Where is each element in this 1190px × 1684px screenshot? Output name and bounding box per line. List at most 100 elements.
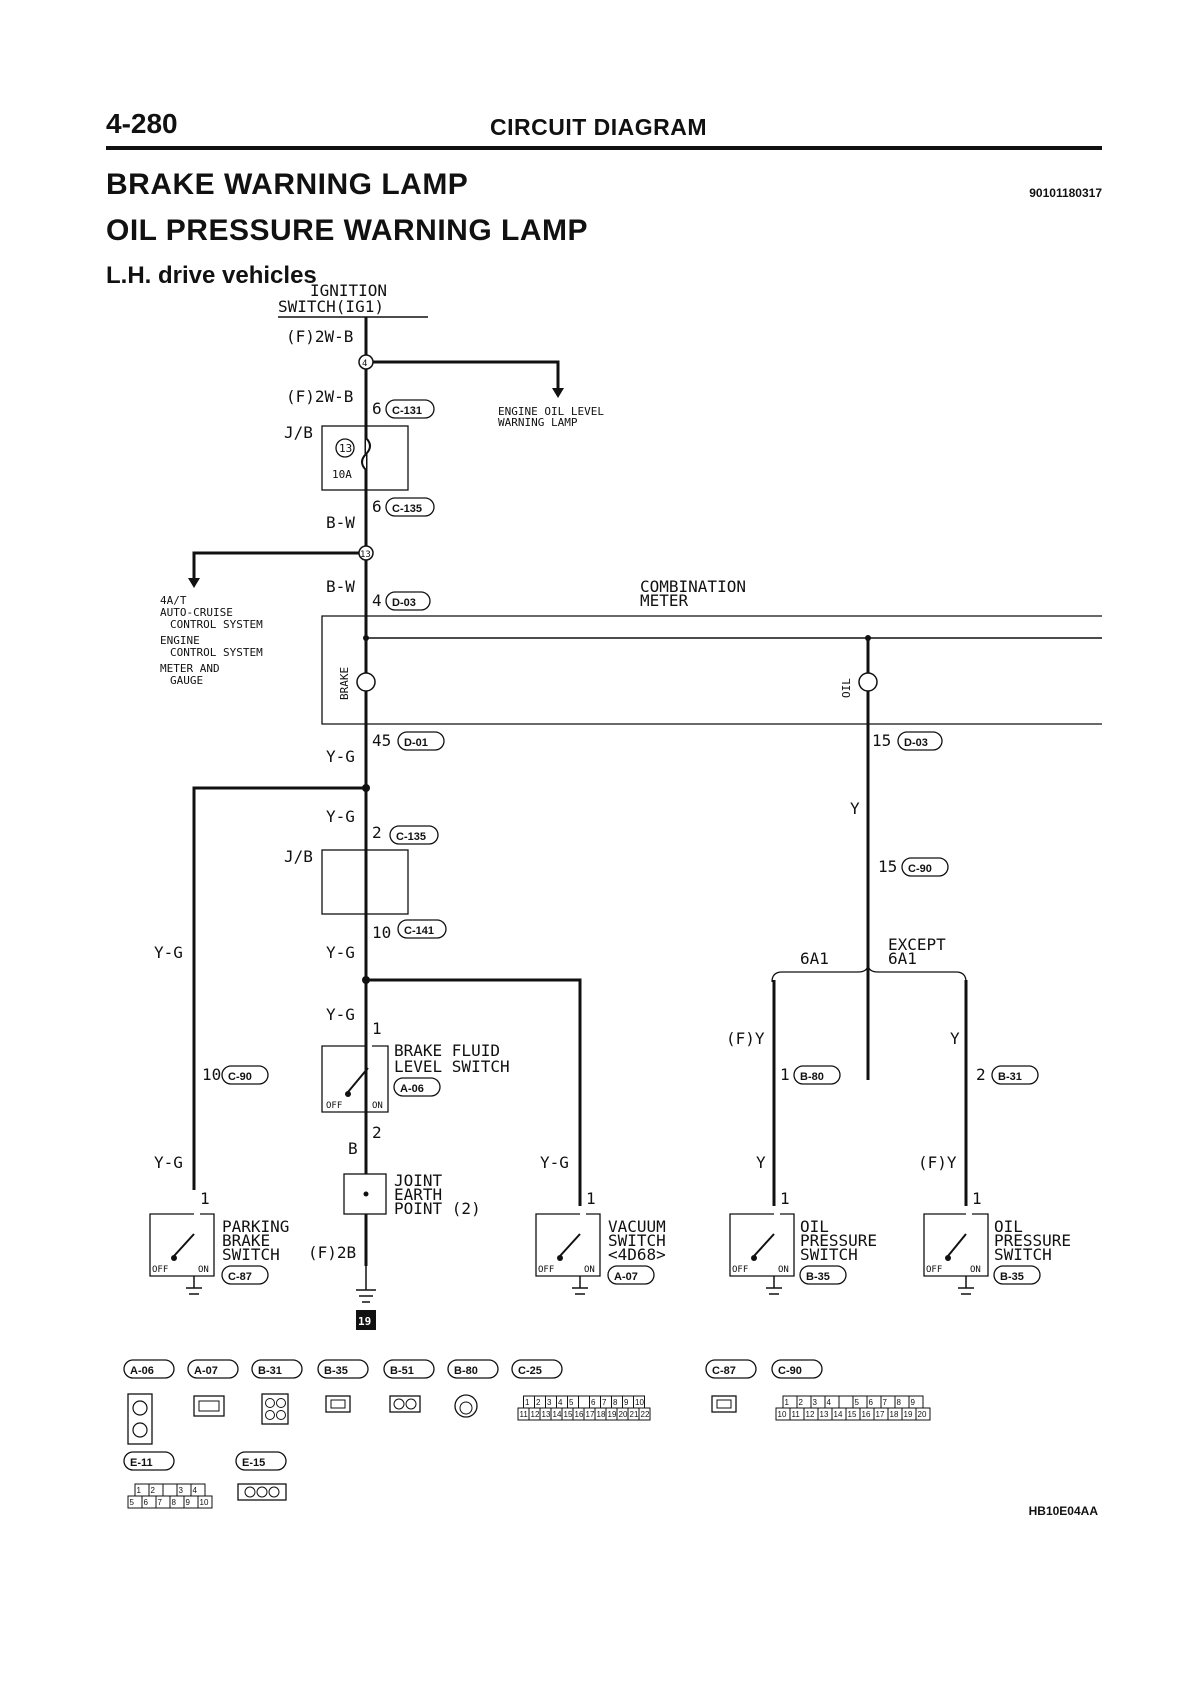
connector-face-icon: [711, 1395, 737, 1413]
pin-label: 1: [780, 1065, 790, 1084]
connector-pin-number: 1: [525, 1398, 530, 1407]
earth-point-number: 19: [358, 1315, 371, 1328]
jb-label: J/B: [284, 847, 313, 866]
connector-pin-number: 2: [536, 1398, 541, 1407]
parking-brake-switch-box: [149, 1213, 215, 1277]
switch-off-label: OFF: [732, 1265, 748, 1275]
connector-e15: [237, 1483, 287, 1501]
splice-node-label: 13: [360, 550, 371, 560]
figure-code: HB10E04AA: [1028, 1504, 1098, 1518]
connector-pin-number: 3: [813, 1398, 818, 1407]
wire-label: (F)2W-B: [286, 387, 353, 406]
switch-contact-icon: [559, 1233, 581, 1257]
connector-ref: [901, 857, 949, 877]
connector-ref-label: C-141: [404, 925, 434, 937]
junction-dot: [363, 635, 369, 641]
connector-ref-label: B-35: [1000, 1271, 1024, 1283]
splice-node-label: 4: [362, 359, 367, 369]
connector-ref-label: B-80: [454, 1365, 478, 1377]
connector-face-icon: [389, 1395, 421, 1413]
connector-pin-number: 11: [520, 1410, 529, 1419]
connector-ref-label: A-07: [614, 1271, 638, 1283]
section-title: CIRCUIT DIAGRAM: [490, 114, 708, 140]
connector-pin-icon: [198, 1400, 220, 1412]
switch-contact-icon: [347, 1067, 369, 1093]
connector-ref: [393, 1077, 441, 1097]
connector-ref: [187, 1359, 239, 1379]
connector-face-icon: [454, 1394, 478, 1418]
parking-brake-label: BRAKE: [222, 1231, 270, 1250]
wire-label: Y: [950, 1029, 960, 1048]
branch-item: METER AND: [160, 662, 220, 675]
wire-label: Y-G: [326, 747, 355, 766]
branch-item: CONTROL SYSTEM: [170, 618, 263, 631]
diagram-title-2: OIL PRESSURE WARNING LAMP: [106, 214, 588, 247]
diagram-title-1: BRAKE WARNING LAMP: [106, 168, 469, 201]
connector-ref-label: C-131: [392, 405, 422, 417]
doc-code: 90101180317: [1029, 186, 1102, 200]
connector-ref: [385, 497, 435, 517]
wire-label: B: [348, 1139, 358, 1158]
branch-item: CONTROL SYSTEM: [170, 646, 263, 659]
branch-item: GAUGE: [170, 674, 203, 687]
switch-pivot: [345, 1091, 351, 1097]
switch-contact-icon: [753, 1233, 775, 1257]
connector-pin-number: 8: [897, 1398, 902, 1407]
connector-ref: [221, 1265, 269, 1285]
oil-pressure-switch-box: [923, 1213, 989, 1277]
connector-ref-label: E-11: [130, 1457, 153, 1469]
junction-dot: [363, 1191, 369, 1197]
connector-pin-number: 6: [591, 1398, 596, 1407]
pin-label: 2: [372, 823, 382, 842]
option-label: 6A1: [888, 949, 917, 968]
connector-pin-number: 7: [883, 1398, 888, 1407]
connector-pin-number: 4: [827, 1398, 832, 1407]
connector-pin-number: 9: [624, 1398, 629, 1407]
connector-pin-cell: [915, 1407, 931, 1421]
connector-pin-number: 6: [144, 1498, 149, 1507]
connector-pin-icon: [716, 1399, 732, 1409]
connector-pin-number: 2: [799, 1398, 804, 1407]
connector-pin-icon: [132, 1400, 148, 1416]
ignition-label-1: IGNITION: [310, 281, 387, 300]
pin-label: 4: [372, 591, 382, 610]
connector-pin-number: 8: [613, 1398, 618, 1407]
connector-face-icon: [237, 1483, 287, 1501]
connector-pin-icon: [276, 1410, 286, 1420]
connector-pin-icon: [256, 1486, 268, 1498]
earth-point-badge: [356, 1310, 376, 1330]
switch-pivot: [171, 1255, 177, 1261]
connector-ref: [897, 731, 943, 751]
switch-contact-icon: [947, 1233, 967, 1257]
connector-pin-number: 1: [785, 1398, 790, 1407]
connector-face-icon: [127, 1393, 153, 1445]
parking-brake-label: PARKING: [222, 1217, 289, 1236]
connector-ref-label: B-35: [324, 1365, 348, 1377]
branch-item: ENGINE: [160, 634, 200, 647]
connector-pin-number: 10: [635, 1398, 644, 1407]
junction-block-2: [321, 849, 409, 915]
connector-ref: [799, 1265, 847, 1285]
connector-ref-label: D-03: [392, 597, 416, 609]
switch-off-label: OFF: [152, 1265, 168, 1275]
connector-ref-label: C-87: [228, 1271, 252, 1283]
eol-label-1: ENGINE OIL LEVEL: [498, 405, 604, 418]
ground-icon: [356, 1289, 376, 1303]
page-number: 4-280: [106, 108, 178, 139]
wire-label: Y-G: [326, 807, 355, 826]
pin-label: 10: [202, 1065, 221, 1084]
oil-pressure-label: OIL: [994, 1217, 1023, 1236]
branch-item: AUTO-CRUISE: [160, 606, 233, 619]
connector-pin-icon: [132, 1422, 148, 1438]
switch-contact-icon: [173, 1233, 195, 1257]
connector-ref-label: C-25: [518, 1365, 542, 1377]
connector-pin-number: 16: [575, 1410, 584, 1419]
connector-pin-number: 4: [193, 1486, 198, 1495]
vacuum-switch-wire: [366, 978, 582, 1206]
connector-ref: [705, 1359, 757, 1379]
connector-pin-number: 17: [586, 1410, 595, 1419]
connector-ref-label: A-06: [130, 1365, 154, 1377]
connector-ref: [993, 1265, 1041, 1285]
connector-ref-label: A-07: [194, 1365, 218, 1377]
